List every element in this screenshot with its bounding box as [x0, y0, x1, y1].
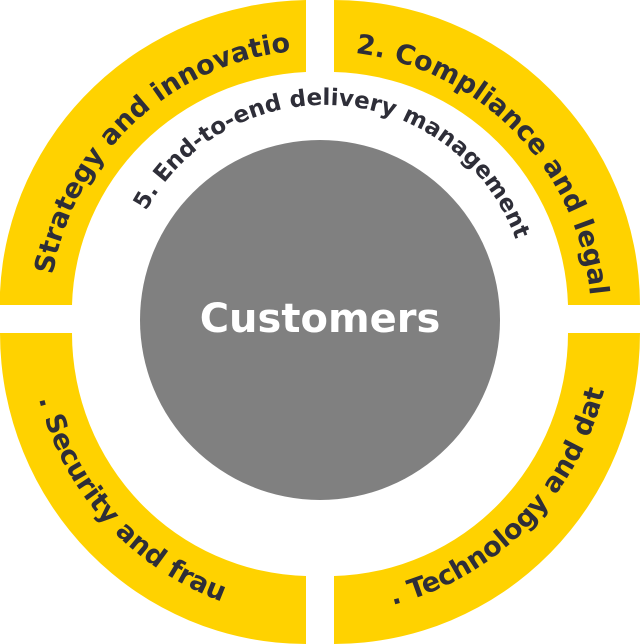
ring-segment-1 [0, 0, 306, 305]
customers-circle [140, 140, 500, 500]
ring-segment-4 [0, 333, 306, 644]
customers-label: Customers [200, 296, 441, 342]
ring-segment-2 [334, 0, 640, 305]
ring-segment-3 [334, 333, 640, 644]
